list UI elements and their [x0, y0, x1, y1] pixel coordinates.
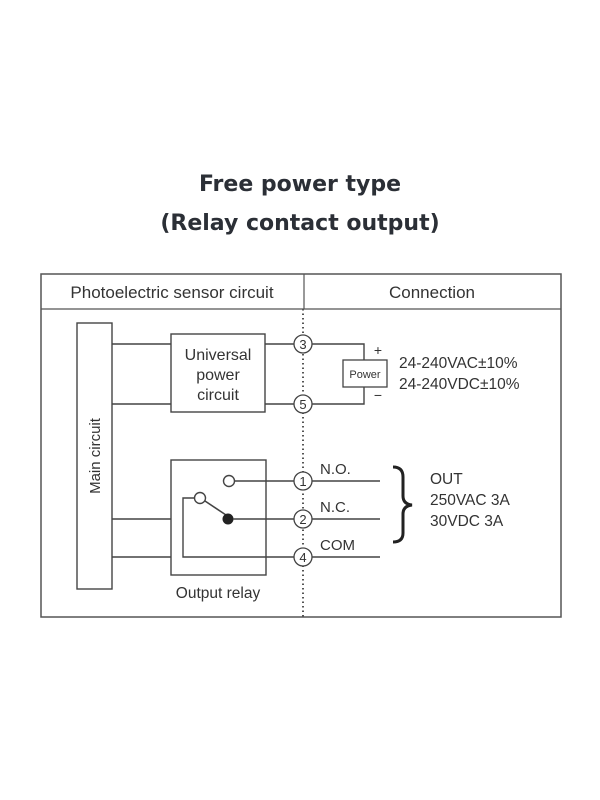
terminal-2-label: 2: [299, 512, 306, 527]
label-nc: N.C.: [320, 499, 350, 516]
header-connection: Connection: [389, 283, 475, 302]
output-dc-rating: 30VDC 3A: [430, 513, 504, 530]
universal-power-circuit-block: [170, 333, 266, 413]
output-ac-rating: 250VAC 3A: [430, 492, 511, 509]
relay-switch-arm: [204, 500, 227, 516]
terminal-4-label: 4: [299, 550, 306, 565]
main-circuit-label: Main circuit: [87, 417, 104, 494]
power-minus-sign: −: [374, 387, 382, 403]
power-circuit-label-line3: circuit: [197, 387, 239, 404]
power-supply-box: [342, 359, 388, 388]
wire-t3-to-power-supply: [312, 343, 365, 360]
power-dc-spec: 24-240VDC±10%: [399, 376, 520, 393]
wire-com-internal: [182, 497, 294, 558]
diagram-title-line1: Free power type: [198, 172, 402, 197]
header-photoelectric-sensor-circuit: Photoelectric sensor circuit: [70, 283, 273, 302]
relay-no-contact: [222, 474, 236, 488]
terminal-3-label: 3: [299, 337, 306, 352]
outer-frame: [40, 273, 562, 618]
relay-nc-contact: [222, 513, 234, 525]
terminal-1-label: 1: [299, 474, 306, 489]
label-com: COM: [320, 537, 355, 554]
power-circuit-label-line2: power: [196, 367, 240, 384]
relay-pivot-contact: [193, 491, 207, 505]
main-circuit-block: [76, 322, 113, 590]
output-relay-label: Output relay: [176, 585, 261, 602]
power-plus-sign: +: [374, 342, 382, 358]
diagram-title-line2: (Relay contact output): [160, 211, 440, 236]
wire-t5-to-power-supply: [312, 387, 365, 405]
power-supply-label: Power: [349, 369, 381, 381]
output-relay-block: [170, 459, 267, 576]
label-no: N.O.: [320, 461, 351, 478]
terminal-5-label: 5: [299, 397, 306, 412]
output-out-label: OUT: [430, 471, 463, 488]
output-brace: [392, 465, 413, 544]
power-ac-spec: 24-240VAC±10%: [399, 355, 518, 372]
power-circuit-label-line1: Universal: [185, 347, 252, 364]
